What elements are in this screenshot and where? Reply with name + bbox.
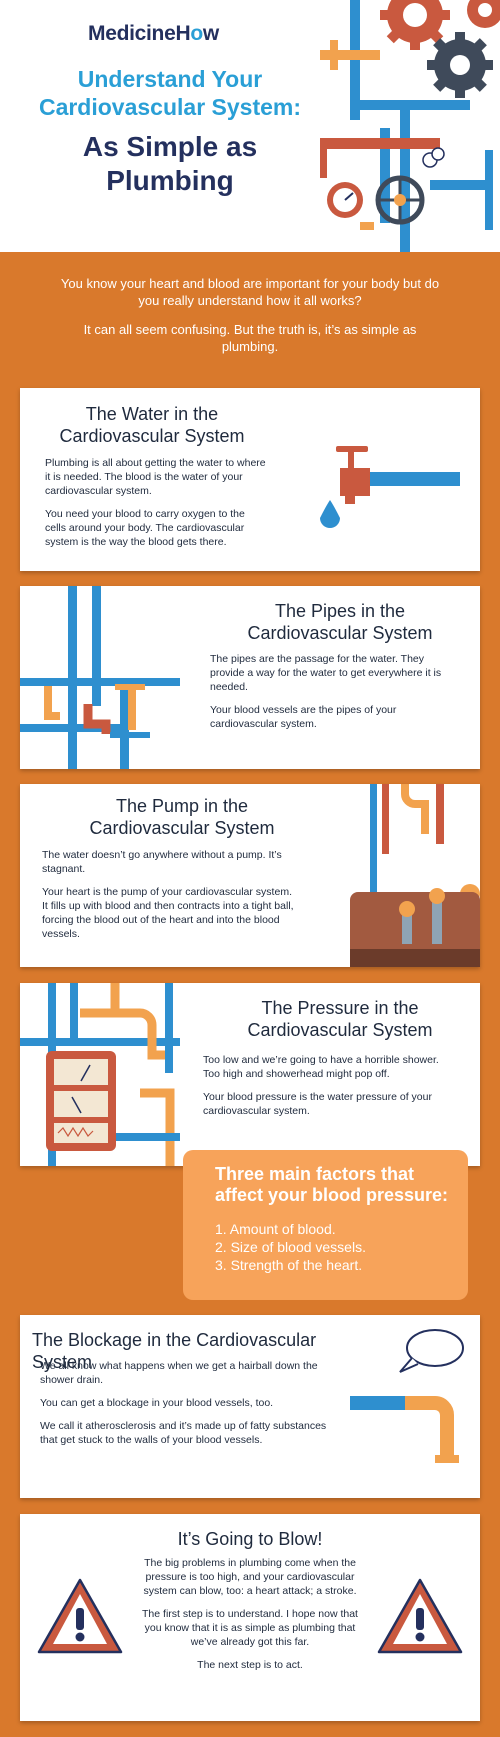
section-blockage-body: We all know what happens when we get a h… (40, 1359, 340, 1456)
pressure-gauge-icon (20, 983, 180, 1166)
bent-pipe-icon (350, 1329, 464, 1463)
section-water-body: Plumbing is all about getting the water … (45, 456, 267, 558)
section-pipes: The Pipes in the Cardiovascular System T… (20, 586, 480, 769)
page-subtitle: As Simple as Plumbing (30, 130, 310, 198)
section-pump-body: The water doesn’t go anywhere without a … (42, 848, 294, 950)
paragraph: The big problems in plumbing come when t… (143, 1557, 357, 1597)
section-blow: It’s Going to Blow! The big problems in … (20, 1514, 480, 1721)
header: MedicineHow Understand Your Cardiovascul… (0, 0, 500, 252)
subtitle-line-2: Plumbing (106, 165, 234, 196)
pipes-icon (20, 586, 180, 769)
section-water: The Water in the Cardiovascular System P… (20, 388, 480, 571)
blood-pressure-factors-callout: Three main factors that affect your bloo… (183, 1150, 468, 1300)
title-line: Cardiovascular System (247, 1020, 433, 1040)
list-item: 2. Size of blood vessels. (215, 1239, 366, 1255)
section-pipes-title: The Pipes in the Cardiovascular System (210, 600, 470, 644)
title-line-1: Understand Your (77, 66, 263, 92)
callout-title: Three main factors that affect your bloo… (215, 1164, 449, 1205)
section-pressure: The Pressure in the Cardiovascular Syste… (20, 983, 480, 1166)
paragraph: You can get a blockage in your blood ves… (40, 1397, 274, 1409)
faucet-icon (320, 446, 460, 528)
section-blockage: The Blockage in the Cardiovascular Syste… (20, 1315, 480, 1498)
paragraph: Your blood vessels are the pipes of your… (210, 704, 397, 730)
title-line-2: Cardiovascular System: (38, 94, 302, 120)
title-line: Cardiovascular System (89, 818, 275, 838)
section-blow-title: It’s Going to Blow! (177, 1529, 323, 1549)
paragraph: We all know what happens when we get a h… (40, 1360, 318, 1386)
pump-icon (350, 784, 480, 967)
list-item: 1. Amount of blood. (215, 1221, 336, 1237)
paragraph: The pipes are the passage for the water.… (210, 653, 442, 693)
paragraph: The water doesn’t go anywhere without a … (42, 849, 282, 875)
list-item: 3. Strength of the heart. (215, 1257, 363, 1273)
logo-text-w: w (202, 22, 219, 45)
paragraph: The next step is to act. (197, 1659, 303, 1671)
warning-icon (37, 1578, 123, 1654)
logo[interactable]: MedicineHow (88, 22, 219, 46)
section-pressure-body: Too low and we’re going to have a horrib… (203, 1053, 458, 1127)
paragraph: Your heart is the pump of your cardiovas… (42, 886, 294, 940)
section-water-title: The Water in the Cardiovascular System (32, 403, 272, 447)
paragraph: Too low and we’re going to have a horrib… (203, 1054, 439, 1080)
title-line: The Water in the (85, 404, 219, 424)
logo-magnifier-o: o (190, 22, 203, 45)
section-blockage-title: The Blockage in the Cardiovascular Syste… (32, 1330, 317, 1372)
section-pump-title: The Pump in the Cardiovascular System (32, 795, 332, 839)
title-line: The Pipes in the (274, 601, 406, 621)
page-title: Understand Your Cardiovascular System: (30, 65, 310, 121)
intro-paragraph-2: It can all seem confusing. But the truth… (83, 322, 417, 354)
paragraph: You need your blood to carry oxygen to t… (45, 508, 245, 548)
warning-icon (377, 1578, 463, 1654)
logo-text: Medicine (88, 22, 176, 45)
paragraph: Your blood pressure is the water pressur… (203, 1091, 432, 1117)
section-pressure-title: The Pressure in the Cardiovascular Syste… (210, 997, 470, 1041)
intro-paragraph-1: You know your heart and blood are import… (60, 276, 440, 308)
paragraph: Plumbing is all about getting the water … (45, 457, 266, 497)
intro-text: You know your heart and blood are import… (60, 275, 440, 367)
title-line: Cardiovascular System (247, 623, 433, 643)
section-blow-body: The big problems in plumbing come when t… (135, 1556, 365, 1681)
factors-list: 1. Amount of blood. 2. Size of blood ves… (215, 1220, 366, 1274)
section-pump: The Pump in the Cardiovascular System Th… (20, 784, 480, 967)
subtitle-line-1: As Simple as (82, 131, 258, 162)
title-line: Cardiovascular System (59, 426, 245, 446)
paragraph: We call it atherosclerosis and it’s made… (40, 1420, 327, 1446)
gears-pipes-icon (320, 0, 500, 252)
paragraph: The first step is to understand. I hope … (142, 1608, 358, 1648)
section-pipes-body: The pipes are the passage for the water.… (210, 652, 450, 740)
title-line: The Pressure in the (261, 998, 419, 1018)
title-line: The Pump in the (115, 796, 249, 816)
logo-text-h: H (175, 22, 191, 45)
